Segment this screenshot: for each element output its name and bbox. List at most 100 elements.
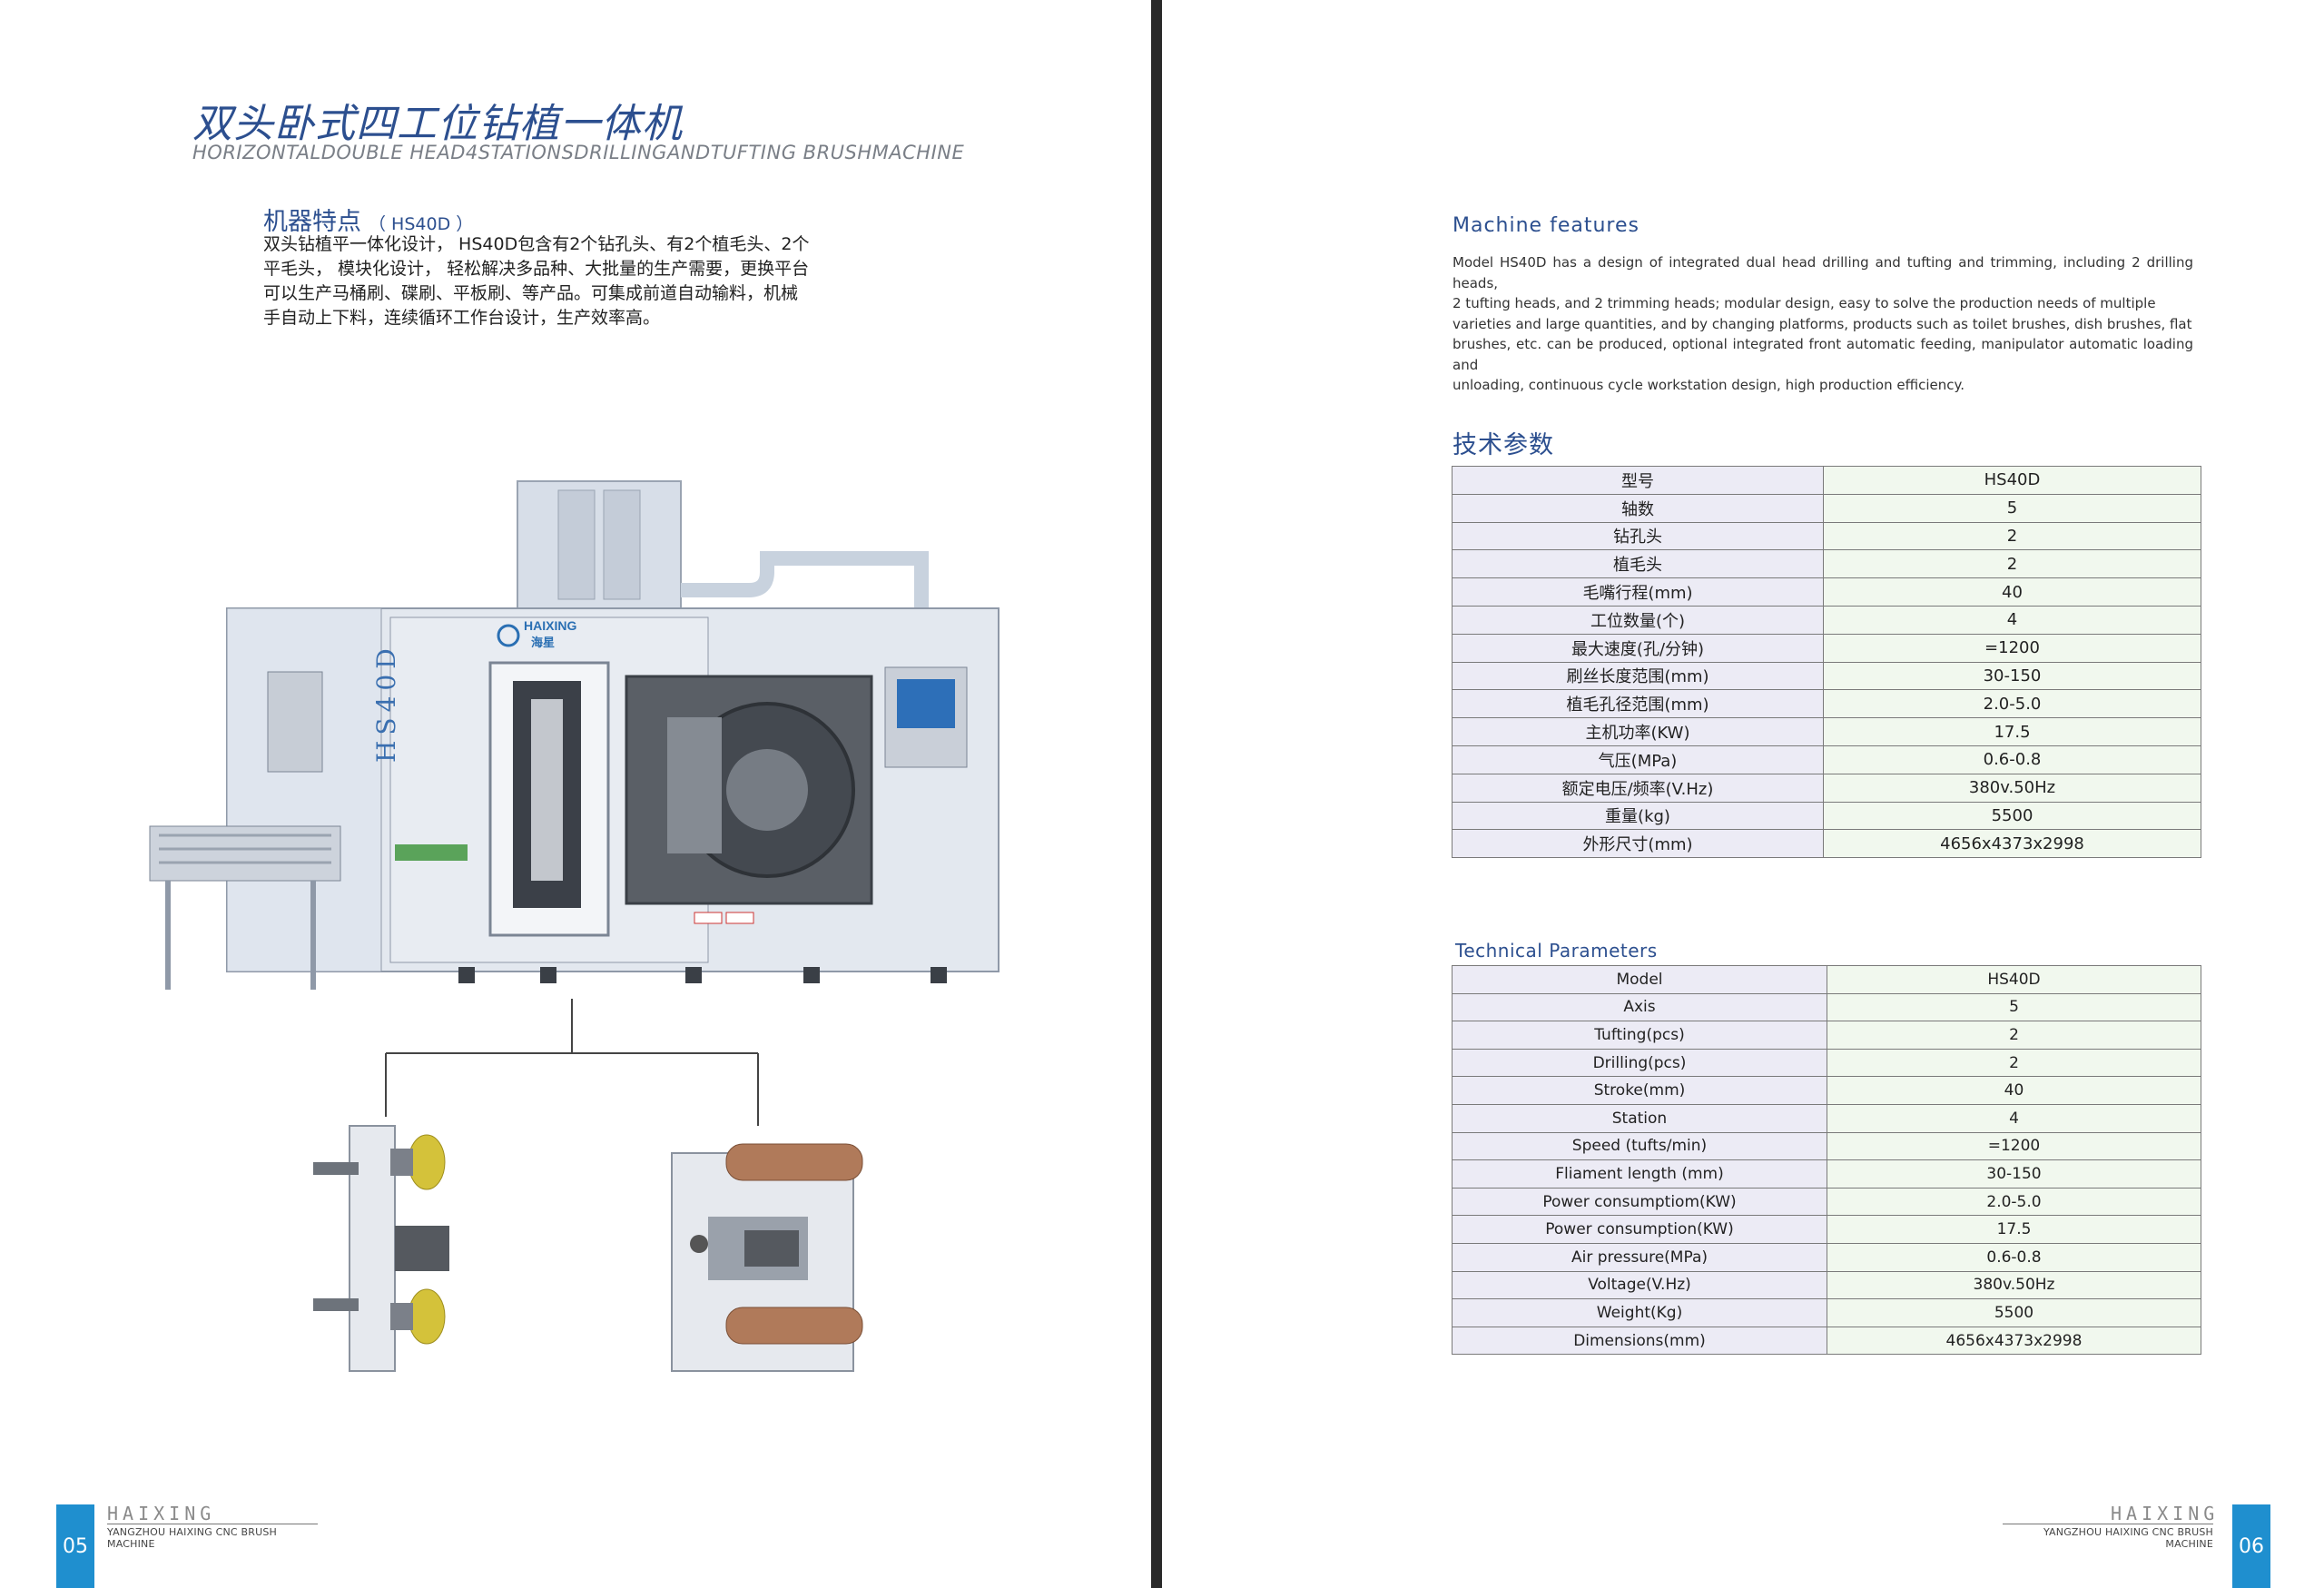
brand-logo-icon — [497, 624, 520, 647]
page-title-cn: 双头卧式四工位钻植一体机 — [192, 101, 683, 147]
table-row: 植毛孔径范围(mm)2.0-5.0 — [1452, 689, 2201, 719]
spec-value: 5 — [1823, 493, 2201, 523]
machine-brand-cn: 海星 — [531, 636, 555, 650]
spec-value: 380v.50Hz — [1823, 773, 2201, 803]
spec-value: 4 — [1827, 1103, 2201, 1133]
table-row: Tufting(pcs)2 — [1452, 1021, 2201, 1050]
footer-brand: HAIXING — [107, 1503, 216, 1524]
spec-label: 轴数 — [1452, 493, 1824, 523]
features-line: 2 tufting heads, and 2 trimming heads; m… — [1452, 295, 2156, 311]
spec-label: 植毛头 — [1452, 549, 1824, 579]
table-row: 刷丝长度范围(mm)30-150 — [1452, 661, 2201, 691]
spec-label: 外形尺寸(mm) — [1452, 829, 1824, 859]
spec-label: 重量(kg) — [1452, 801, 1824, 831]
spec-label: Weight(Kg) — [1452, 1298, 1827, 1327]
features-text-cn: 双头钻植平一体化设计， HS40D包含有2个钻孔头、有2个植毛头、2个 平毛头，… — [263, 232, 817, 330]
spec-value: 17.5 — [1823, 717, 2201, 746]
spec-value: 40 — [1827, 1076, 2201, 1105]
spec-label: Model — [1452, 965, 1827, 994]
spec-label: Fliament length (mm) — [1452, 1159, 1827, 1189]
table-row: Dimensions(mm)4656x4373x2998 — [1452, 1326, 2201, 1356]
page-number: 06 — [2232, 1504, 2270, 1588]
features-line: varieties and large quantities, and by c… — [1452, 315, 2192, 332]
table-row: Fliament length (mm)30-150 — [1452, 1159, 2201, 1189]
spec-label: Stroke(mm) — [1452, 1076, 1827, 1105]
spec-label: 气压(MPa) — [1452, 745, 1824, 774]
spec-label: Tufting(pcs) — [1452, 1021, 1827, 1050]
features-line: 手自动上下料，连续循环工作台设计，生产效率高。 — [263, 308, 661, 328]
page-number: 05 — [56, 1504, 94, 1588]
spec-label: 主机功率(KW) — [1452, 717, 1824, 746]
spec-label: 额定电压/频率(V.Hz) — [1452, 773, 1824, 803]
tufting-head-illustration — [313, 1125, 449, 1372]
trimming-head-illustration — [671, 1143, 863, 1372]
footer-subtitle: YANGZHOU HAIXING CNC BRUSH MACHINE — [2003, 1524, 2213, 1550]
features-model: （ HS40D ） — [369, 214, 474, 234]
spec-value: HS40D — [1823, 466, 2201, 495]
spec-value: HS40D — [1827, 965, 2201, 994]
spec-label: Dimensions(mm) — [1452, 1326, 1827, 1356]
footer-subtitle: YANGZHOU HAIXING CNC BRUSH MACHINE — [107, 1524, 318, 1550]
spec-value: 5500 — [1823, 801, 2201, 831]
spec-label: Drilling(pcs) — [1452, 1048, 1827, 1078]
spec-label: 毛嘴行程(mm) — [1452, 577, 1824, 607]
spec-value: 4656x4373x2998 — [1823, 829, 2201, 859]
page-title-en: HORIZONTALDOUBLE HEAD4STATIONSDRILLINGAN… — [192, 142, 965, 163]
spec-value: 2.0-5.0 — [1827, 1187, 2201, 1217]
spec-value: 2 — [1823, 549, 2201, 579]
spec-label: Speed (tufts/min) — [1452, 1131, 1827, 1161]
spec-label: 工位数量(个) — [1452, 605, 1824, 635]
spec-value: 5500 — [1827, 1298, 2201, 1327]
table-row: Stroke(mm)40 — [1452, 1076, 2201, 1105]
left-page: 双头卧式四工位钻植一体机 HORIZONTALDOUBLE HEAD4STATI… — [0, 0, 1151, 1588]
spec-value: 2 — [1827, 1021, 2201, 1050]
table-row: 重量(kg)5500 — [1452, 801, 2201, 831]
spec-value: 2 — [1827, 1048, 2201, 1078]
machine-features-text: Model HS40D has a design of integrated d… — [1452, 252, 2193, 396]
spec-label: 植毛孔径范围(mm) — [1452, 689, 1824, 719]
footer-brand: HAIXING — [2111, 1503, 2220, 1524]
spec-label: 最大速度(孔/分钟) — [1452, 633, 1824, 663]
features-line: 双头钻植平一体化设计， HS40D包含有2个钻孔头、有2个植毛头、2个 — [263, 234, 810, 254]
spec-value: 30-150 — [1823, 661, 2201, 691]
machine-features-title: Machine features — [1452, 214, 1640, 237]
table-row: 主机功率(KW)17.5 — [1452, 717, 2201, 746]
features-line: brushes, etc. can be produced, optional … — [1452, 336, 2193, 373]
table-row: Voltage(V.Hz)380v.50Hz — [1452, 1270, 2201, 1300]
spec-value: 17.5 — [1827, 1215, 2201, 1244]
spec-label: 型号 — [1452, 466, 1824, 495]
specs-en-title: Technical Parameters — [1455, 940, 1658, 962]
table-row: 毛嘴行程(mm)40 — [1452, 577, 2201, 607]
specs-cn-title: 技术参数 — [1452, 431, 1554, 459]
table-row: Power consumptiom(KW)2.0-5.0 — [1452, 1187, 2201, 1217]
table-row: 最大速度(孔/分钟)=1200 — [1452, 633, 2201, 663]
spec-value: 0.6-0.8 — [1823, 745, 2201, 774]
table-row: Power consumption(KW)17.5 — [1452, 1215, 2201, 1244]
features-line: 平毛头， 模块化设计， 轻松解决多品种、大批量的生产需要，更换平台 — [263, 259, 810, 279]
table-row: Weight(Kg)5500 — [1452, 1298, 2201, 1327]
spec-label: Power consumptiom(KW) — [1452, 1187, 1827, 1217]
table-row: 工位数量(个)4 — [1452, 605, 2201, 635]
table-row: 额定电压/频率(V.Hz)380v.50Hz — [1452, 773, 2201, 803]
machine-illustration: HAIXING 海星 HS40D — [149, 480, 1000, 990]
features-heading-cn: 机器特点（ HS40D ） — [263, 202, 473, 237]
spec-label: Air pressure(MPa) — [1452, 1242, 1827, 1272]
spec-label: Axis — [1452, 992, 1827, 1022]
table-row: Drilling(pcs)2 — [1452, 1048, 2201, 1078]
table-row: Air pressure(MPa)0.6-0.8 — [1452, 1242, 2201, 1272]
spec-value: 4 — [1823, 605, 2201, 635]
spec-value: 30-150 — [1827, 1159, 2201, 1189]
spec-value: 2.0-5.0 — [1823, 689, 2201, 719]
spec-label: Station — [1452, 1103, 1827, 1133]
machine-model-label: HS40D — [371, 643, 401, 763]
spec-value: 4656x4373x2998 — [1827, 1326, 2201, 1356]
